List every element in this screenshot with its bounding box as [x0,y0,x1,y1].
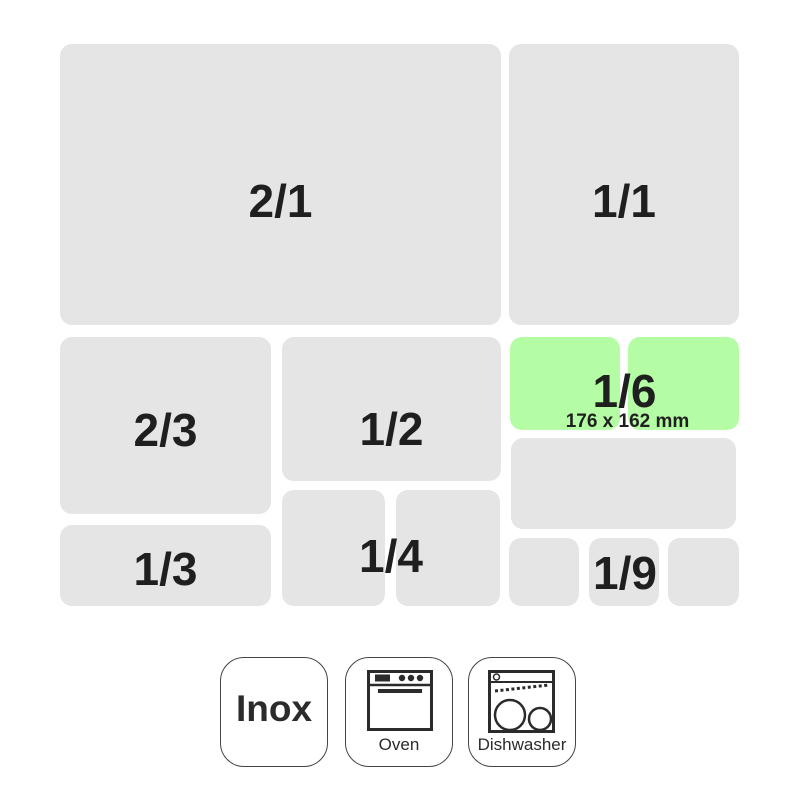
pan-tile-1-2[interactable] [282,337,501,481]
dishwasher-icon [488,670,555,733]
oven-button[interactable]: Oven [345,657,453,767]
inox-label: Inox [235,688,313,729]
pan-tile-1-4-left[interactable] [282,490,385,606]
pan-tile-1-9-right[interactable] [668,538,739,606]
pan-tile-1-9-middle[interactable] [589,538,659,606]
pan-tile-1-3[interactable] [60,525,271,606]
pan-tile-1-6-bottom[interactable] [511,438,736,529]
pan-tile-2-3[interactable] [60,337,271,514]
oven-icon [367,670,433,731]
dishwasher-button[interactable]: Dishwasher [468,657,576,767]
pan-tile-1-4-right[interactable] [396,490,500,606]
pan-tile-1-6-right[interactable] [628,337,739,430]
oven-label: Oven [378,735,420,754]
pan-tile-1-9-left[interactable] [509,538,579,606]
inox-button[interactable]: Inox [220,657,328,767]
pan-tile-1-6-left[interactable] [510,337,620,430]
pan-tile-1-1[interactable] [509,44,739,325]
dishwasher-label: Dishwasher [477,735,567,754]
pan-tile-2-1[interactable] [60,44,501,325]
